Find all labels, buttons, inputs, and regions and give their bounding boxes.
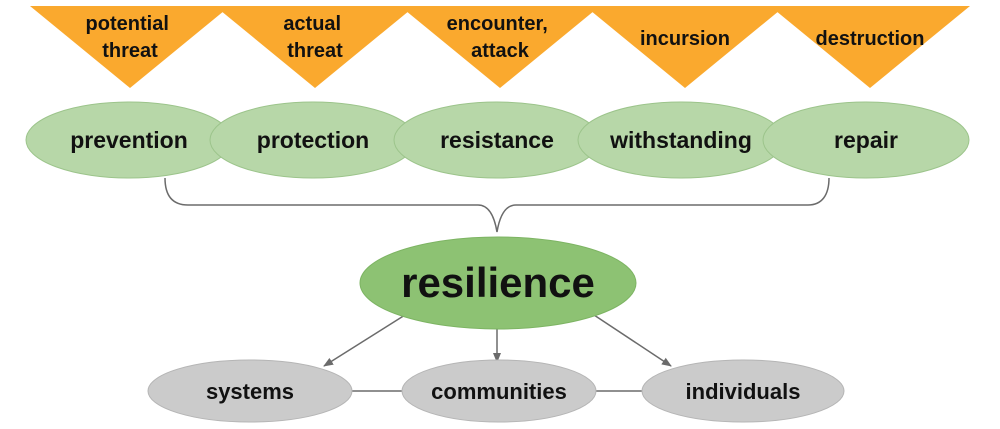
threat-label-1: potential threat <box>86 13 175 62</box>
phase-label-repair: repair <box>834 127 898 153</box>
level-label-communities: communities <box>431 379 567 404</box>
threat-label-5: destruction <box>816 28 925 50</box>
core-label: resilience <box>401 259 595 306</box>
arrow-to-individuals <box>593 314 672 367</box>
threat-triangle-4 <box>585 6 785 88</box>
grouping-brace <box>164 177 830 233</box>
threat-label-3: encounter, attack <box>447 13 554 62</box>
level-label-systems: systems <box>206 379 294 404</box>
threat-row: potential threat actual threat encounter… <box>30 6 970 88</box>
level-row: systems communities individuals <box>147 359 845 423</box>
threat-label-2: actual threat <box>283 13 346 62</box>
threat-triangle-5 <box>770 6 970 88</box>
phase-row: prevention protection resistance withsta… <box>25 101 970 179</box>
level-label-individuals: individuals <box>686 379 801 404</box>
phase-ellipse-repair <box>762 101 970 179</box>
level-ellipse-systems <box>147 359 353 423</box>
phase-label-protection: protection <box>257 127 369 153</box>
threat-triangle-2 <box>215 6 415 88</box>
level-ellipse-individuals <box>641 359 845 423</box>
threat-label-4: incursion <box>640 28 730 50</box>
phase-label-resistance: resistance <box>440 127 554 153</box>
level-ellipse-communities <box>401 359 597 423</box>
arrow-to-systems <box>323 314 406 367</box>
phase-label-prevention: prevention <box>70 127 188 153</box>
phase-label-withstanding: withstanding <box>609 127 752 153</box>
threat-triangle-1 <box>30 6 230 88</box>
core-ellipse <box>359 236 637 330</box>
threat-triangle-3 <box>400 6 600 88</box>
